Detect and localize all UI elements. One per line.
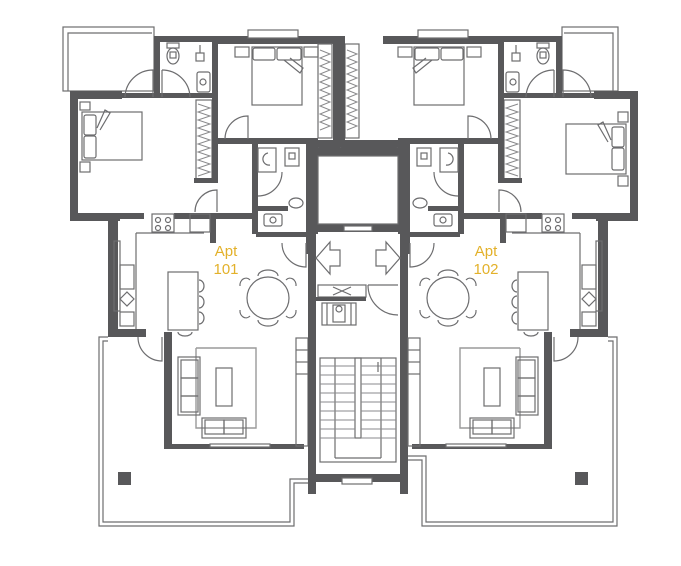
- kitchen-island: [167, 271, 199, 331]
- sink-icon: [263, 213, 283, 227]
- wheelchair-icon: [321, 302, 357, 326]
- double-bed-top-left: [234, 46, 319, 106]
- wardrobe: [195, 99, 213, 181]
- shower-icon: [195, 45, 205, 62]
- sofa-left: [177, 356, 201, 416]
- elevator-shaft: [308, 148, 408, 234]
- apartment-102: [383, 26, 638, 527]
- apt-101-label-line2: 101: [213, 261, 239, 278]
- sink-icon: [196, 71, 211, 93]
- sofa-bottom-left: [201, 417, 247, 439]
- double-bed-left: [79, 101, 143, 173]
- wardrobe-center-left: [317, 43, 333, 139]
- wardrobe-center-right: [344, 43, 360, 139]
- terrace-bottom-left: [98, 336, 308, 527]
- toilet-icon: [288, 197, 304, 209]
- fridge-icon: [119, 264, 135, 290]
- oven-icon: [119, 291, 135, 327]
- dining-table-left: [239, 269, 297, 327]
- apt-102-label-line2: 102: [473, 261, 499, 278]
- apt-102-label-line1: Apt: [474, 243, 498, 260]
- balcony-top-left: [62, 26, 155, 92]
- coffee-table: [215, 367, 233, 407]
- elevator-icon: [316, 284, 367, 301]
- stairs-icon: [308, 357, 408, 485]
- stove-icon: [151, 213, 175, 233]
- apartment-101: [62, 26, 339, 527]
- central-core: [308, 36, 408, 494]
- arrow-right-icon: [375, 240, 401, 276]
- apt-101-label-line1: Apt: [214, 243, 238, 260]
- apt-102-label: Apt 102: [456, 243, 516, 279]
- washer-icon: [262, 152, 271, 166]
- lobby: [308, 232, 408, 494]
- toilet-icon: [166, 42, 180, 65]
- bar-stools: [177, 279, 205, 337]
- arrow-left-icon: [315, 240, 341, 276]
- apt-101-label: Apt 101: [196, 243, 256, 279]
